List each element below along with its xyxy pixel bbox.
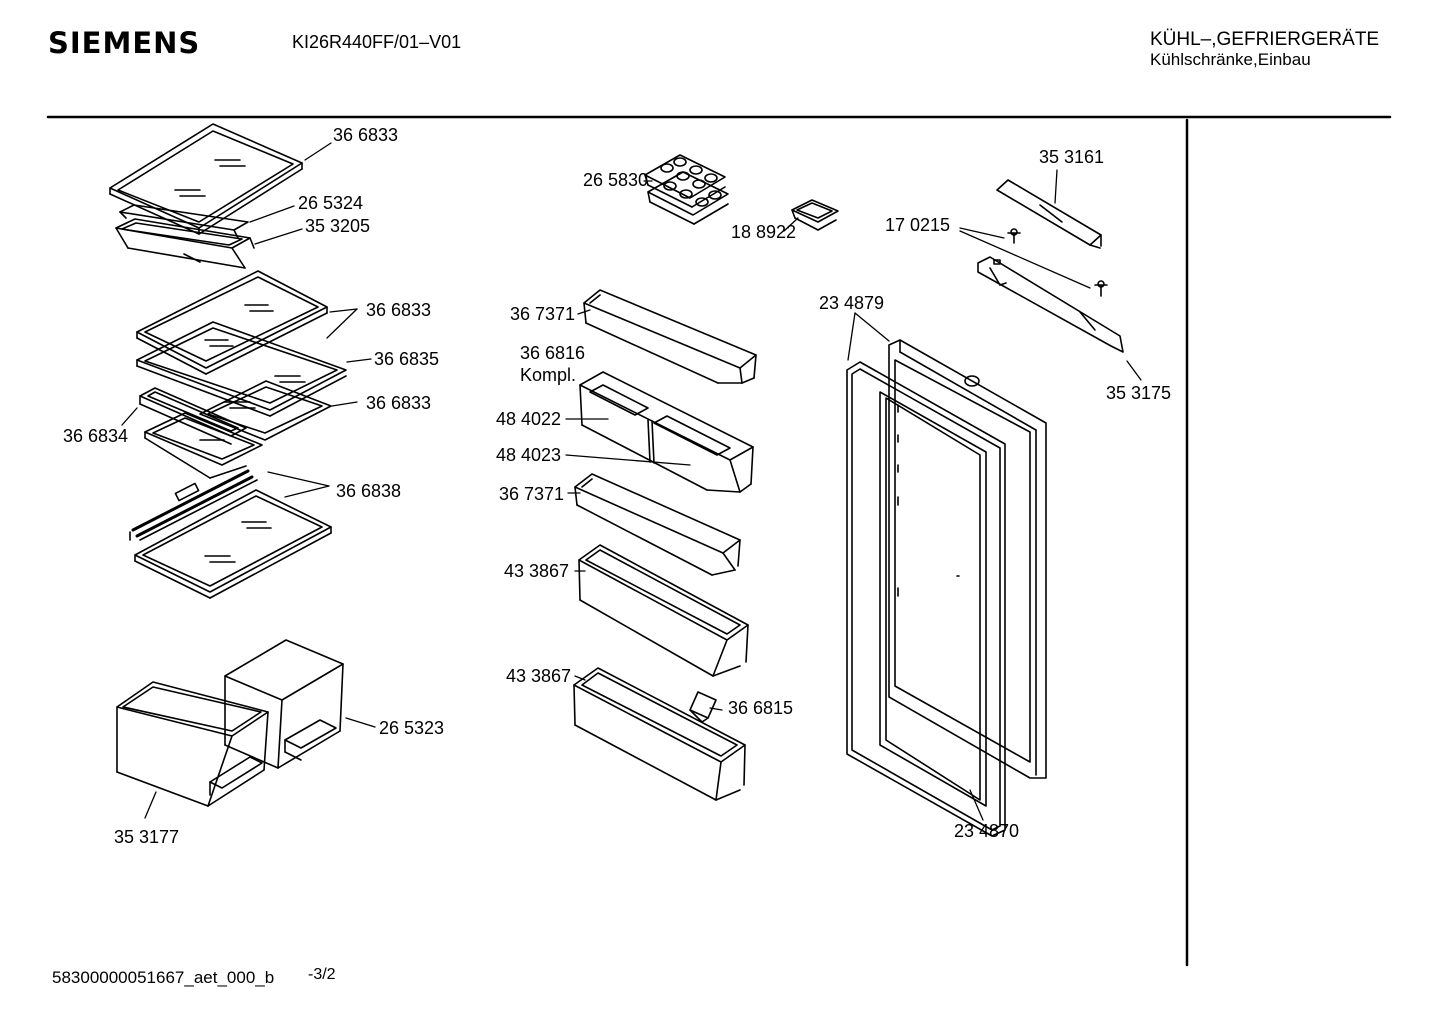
screw-170215-a bbox=[1007, 228, 1021, 244]
part-label: 43 3867 bbox=[504, 561, 570, 581]
glass-shelf-5 bbox=[144, 412, 263, 479]
category-title: KÜHL–,GEFRIERGERÄTE bbox=[1150, 29, 1380, 50]
part-label: 23 4870 bbox=[954, 821, 1020, 841]
door-handle-353161 bbox=[996, 179, 1102, 249]
part-label: 48 4022 bbox=[496, 409, 562, 429]
glass-shelf-top bbox=[109, 123, 303, 235]
part-label: 36 6838 bbox=[336, 481, 402, 501]
door-compartment-366816 bbox=[579, 371, 754, 493]
part-label: 36 6833 bbox=[366, 300, 432, 320]
glass-shelf-366838 bbox=[134, 489, 332, 599]
part-label: 35 3175 bbox=[1106, 383, 1172, 403]
part-label: 36 6835 bbox=[374, 349, 440, 369]
part-label: 26 5830 bbox=[583, 170, 649, 190]
part-label: 36 6815 bbox=[728, 698, 794, 718]
part-label: 23 4879 bbox=[819, 293, 885, 313]
document-id: 58300000051667_aet_000_b bbox=[52, 968, 275, 987]
shelf-rail-366838 bbox=[129, 469, 258, 541]
part-label: 26 5324 bbox=[298, 193, 364, 213]
part-label: 18 8922 bbox=[731, 222, 797, 242]
crisper-drawer-353177 bbox=[116, 681, 269, 807]
crisper-drawer-265323 bbox=[224, 639, 344, 769]
part-label: 35 3205 bbox=[305, 216, 371, 236]
part-label: 48 4023 bbox=[496, 445, 562, 465]
glass-shelf-2 bbox=[136, 270, 328, 375]
part-label: 36 6816 bbox=[520, 343, 586, 363]
part-label: 35 3161 bbox=[1039, 147, 1105, 167]
part-label: 36 6833 bbox=[366, 393, 432, 413]
part-label: 36 7371 bbox=[499, 484, 565, 504]
drawer-tray-353205 bbox=[115, 218, 255, 269]
part-label: 35 3177 bbox=[114, 827, 180, 847]
bin-divider-366815 bbox=[689, 691, 717, 723]
part-label: 43 3867 bbox=[506, 666, 572, 686]
shelf-frame-366834 bbox=[139, 387, 247, 445]
door-bin-433867-lower bbox=[573, 667, 746, 801]
sheet-number: -3/2 bbox=[308, 966, 336, 983]
mounting-bracket-353175 bbox=[977, 256, 1124, 353]
part-label: 36 6834 bbox=[63, 426, 129, 446]
leader-lines bbox=[121, 142, 1142, 821]
part-label: 17 0215 bbox=[885, 215, 951, 235]
door-panel-234879 bbox=[888, 339, 1047, 779]
model-number: KI26R440FF/01–V01 bbox=[292, 32, 462, 52]
door-shelf-367371-top bbox=[583, 289, 757, 384]
small-box-188922 bbox=[791, 199, 839, 231]
part-label: 26 5323 bbox=[379, 718, 445, 738]
glass-shelf-4 bbox=[199, 380, 332, 441]
brand-logo: SIEMENS bbox=[48, 26, 201, 60]
door-bin-433867-upper bbox=[578, 544, 749, 677]
door-gasket-234870 bbox=[846, 361, 1006, 837]
screw-170215-b bbox=[1094, 280, 1108, 297]
part-label-note: Kompl. bbox=[520, 365, 577, 385]
category-subtitle: Kühlschränke,Einbau bbox=[1150, 50, 1311, 69]
part-label: 36 7371 bbox=[510, 304, 576, 324]
door-shelf-367371-mid bbox=[574, 473, 741, 576]
part-label: 36 6833 bbox=[333, 125, 399, 145]
egg-tray-265830 bbox=[644, 154, 729, 225]
